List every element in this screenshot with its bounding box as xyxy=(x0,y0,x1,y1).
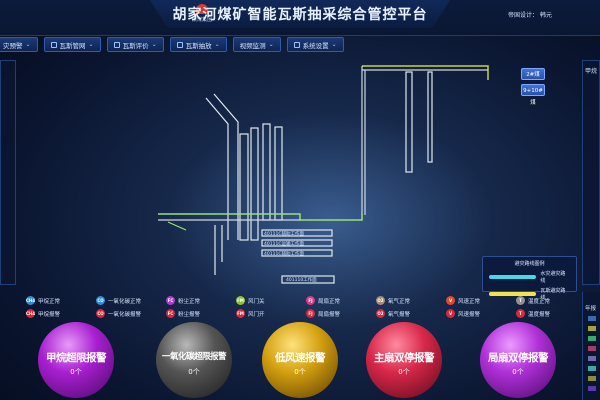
methane-icon: CH4 xyxy=(26,296,36,305)
monitor-icon xyxy=(50,41,57,48)
user-name[interactable]: 韩元 xyxy=(539,12,552,19)
air-door-icon: FM xyxy=(236,296,245,305)
floor-2-button[interactable]: 2#煤 xyxy=(521,68,545,80)
temperature-icon: T xyxy=(516,309,525,318)
methane-alarm-orb[interactable]: 甲烷超限报警 0个 xyxy=(38,322,114,398)
chevron-down-icon: ⌄ xyxy=(151,41,157,48)
color-swatch xyxy=(588,326,596,331)
oxygen-icon: O2 xyxy=(376,296,385,305)
nav-gas-network[interactable]: 瓦斯管网⌄ xyxy=(43,37,101,52)
chevron-down-icon: ⌄ xyxy=(214,41,220,48)
color-swatch xyxy=(588,356,596,361)
right-panel-label: 甲烷 xyxy=(585,68,598,75)
workface-label: 40111C辅助工作面 xyxy=(264,232,304,237)
nav-disaster-warning[interactable]: 灾预警⌄ xyxy=(0,37,38,52)
evacuation-legend: 避灾路线图例 水灾避灾路线 瓦斯避灾路线 xyxy=(482,256,577,301)
wind-speed-icon: V xyxy=(446,309,455,318)
nav-video-monitoring[interactable]: 视频监测⌄ xyxy=(232,37,281,52)
user-info: 帝国设计： 韩元 xyxy=(508,12,552,19)
chevron-down-icon: ⌄ xyxy=(25,41,31,48)
page-title: 胡家河煤矿智能瓦斯抽采综合管控平台 xyxy=(172,7,428,23)
workface-label: 40111C辅助工作面 xyxy=(264,252,304,257)
main-nav: 灾预警⌄ 瓦斯管网⌄ 瓦斯评价⌄ 瓦斯抽放⌄ 视频监测⌄ 系统设置⌄ xyxy=(0,36,600,54)
dust-icon: FC xyxy=(166,296,175,305)
main-fan-alarm-orb[interactable]: 主扇双停报警 0个 xyxy=(366,322,442,398)
local-fan-icon: FJ xyxy=(306,296,315,305)
oxygen-icon: O2 xyxy=(376,309,385,318)
gas-route-swatch xyxy=(489,292,537,296)
alarm-orbs: 甲烷超限报警 0个 一氧化碳超限报警 0个 低风速报警 0个 主扇双停报警 0个… xyxy=(0,320,580,400)
bottom-right-label: 年报 xyxy=(585,306,597,312)
water-route-swatch xyxy=(489,275,537,279)
methane-icon: CH4 xyxy=(26,309,36,318)
header-bar: 陕煤集团 胡家河煤矿智能瓦斯抽采综合管控平台 帝国设计： 韩元 xyxy=(0,0,600,36)
co-alarm-orb[interactable]: 一氧化碳超限报警 0个 xyxy=(156,322,232,398)
workface-label: 401110工作面 xyxy=(286,278,317,283)
floor-9-10-button[interactable]: 9+10#煤 xyxy=(521,84,545,106)
chevron-down-icon: ⌄ xyxy=(331,41,337,48)
color-swatch xyxy=(588,386,596,391)
air-door-icon: FM xyxy=(236,309,245,318)
left-side-panel[interactable] xyxy=(0,60,16,285)
color-swatch xyxy=(588,336,596,341)
temperature-icon: T xyxy=(516,296,525,305)
workface-label: 40111C运输工作面 xyxy=(264,242,304,247)
local-fan-alarm-orb[interactable]: 局扇双停报警 0个 xyxy=(480,322,556,398)
co-icon: CO xyxy=(96,309,105,318)
company-logo: 陕煤集团 xyxy=(182,4,222,26)
low-wind-alarm-orb[interactable]: 低风速报警 0个 xyxy=(262,322,338,398)
color-swatch xyxy=(588,376,596,381)
logo-mark-icon xyxy=(196,4,208,14)
chevron-down-icon: ⌄ xyxy=(88,41,94,48)
color-swatch xyxy=(588,316,596,321)
local-fan-icon: FJ xyxy=(306,309,315,318)
gear-icon xyxy=(293,41,300,48)
nav-system-settings[interactable]: 系统设置⌄ xyxy=(286,37,344,52)
evaluation-icon xyxy=(113,41,120,48)
color-swatch xyxy=(588,346,596,351)
nav-gas-evaluation[interactable]: 瓦斯评价⌄ xyxy=(106,37,164,52)
co-icon: CO xyxy=(96,296,105,305)
wind-speed-icon: V xyxy=(446,296,455,305)
drainage-icon xyxy=(176,41,183,48)
nav-gas-drainage[interactable]: 瓦斯抽放⌄ xyxy=(169,37,227,52)
chevron-down-icon: ⌄ xyxy=(268,41,274,48)
color-swatch xyxy=(588,366,596,371)
dust-icon: FC xyxy=(166,309,175,318)
